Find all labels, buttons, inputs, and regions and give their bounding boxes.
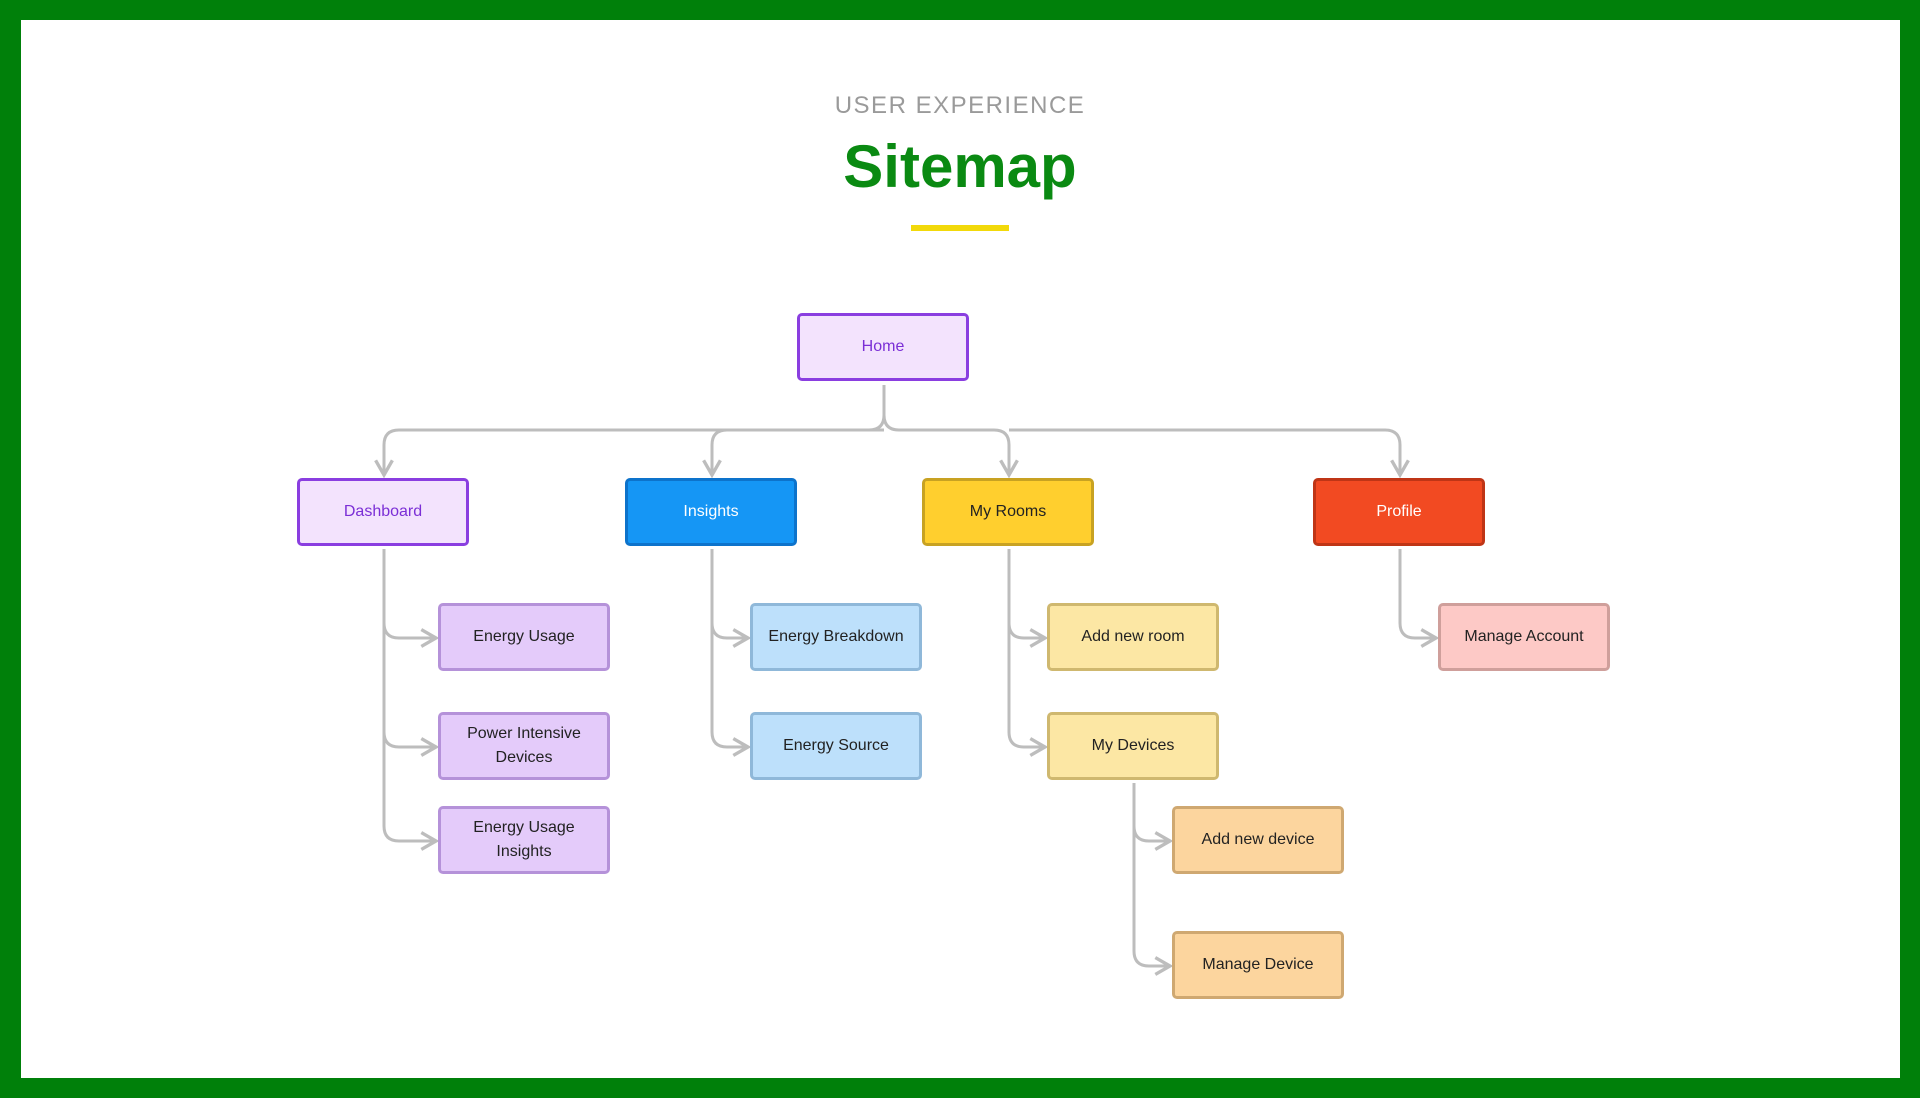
node-my-devices[interactable]: My Devices bbox=[1047, 712, 1219, 780]
edge-insights-source bbox=[710, 623, 752, 757]
edge-mydevices-adddevice bbox=[1132, 783, 1174, 851]
node-my-rooms[interactable]: My Rooms bbox=[922, 478, 1094, 546]
edge-home-insights bbox=[702, 428, 884, 479]
node-add-new-room[interactable]: Add new room bbox=[1047, 603, 1219, 671]
node-profile[interactable]: Profile bbox=[1313, 478, 1485, 546]
node-energy-usage-insights[interactable]: Energy Usage Insights bbox=[438, 806, 610, 874]
node-energy-usage[interactable]: Energy Usage bbox=[438, 603, 610, 671]
edge-home-myrooms bbox=[882, 414, 1019, 479]
edge-mydevices-managedevice bbox=[1132, 826, 1174, 976]
node-power-intensive-devices[interactable]: Power Intensive Devices bbox=[438, 712, 610, 780]
edge-home-profile bbox=[1009, 428, 1410, 479]
edge-dashboard-energy-usage bbox=[382, 549, 440, 648]
edge-home-dashboard bbox=[374, 385, 886, 479]
edge-myrooms-addroom bbox=[1007, 549, 1049, 648]
node-manage-device[interactable]: Manage Device bbox=[1172, 931, 1344, 999]
node-energy-breakdown[interactable]: Energy Breakdown bbox=[750, 603, 922, 671]
node-manage-account[interactable]: Manage Account bbox=[1438, 603, 1610, 671]
edge-myrooms-mydevices bbox=[1007, 623, 1049, 757]
page-title: Sitemap bbox=[843, 133, 1077, 200]
node-dashboard[interactable]: Dashboard bbox=[297, 478, 469, 546]
node-add-new-device[interactable]: Add new device bbox=[1172, 806, 1344, 874]
edge-dashboard-power-intensive bbox=[382, 623, 440, 757]
edge-profile-manageaccount bbox=[1398, 549, 1440, 648]
node-home[interactable]: Home bbox=[797, 313, 969, 381]
node-energy-source[interactable]: Energy Source bbox=[750, 712, 922, 780]
title-underline bbox=[911, 225, 1009, 231]
edge-dashboard-energy-insights bbox=[382, 732, 440, 851]
edge-insights-breakdown bbox=[710, 549, 752, 648]
eyebrow-label: USER EXPERIENCE bbox=[834, 92, 1086, 119]
node-insights[interactable]: Insights bbox=[625, 478, 797, 546]
